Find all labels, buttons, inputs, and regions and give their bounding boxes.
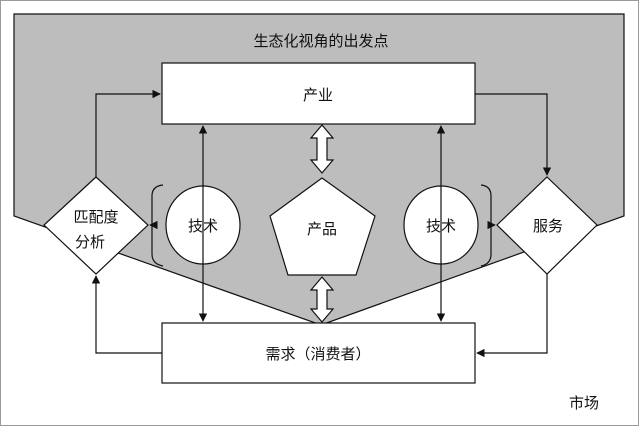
market-label: 市场 xyxy=(569,394,599,412)
arrow-service-to-demand xyxy=(476,274,548,358)
product-pentagon xyxy=(269,177,376,276)
match-label-line2: 分析 xyxy=(75,233,105,251)
arrow-industry-to-service xyxy=(475,93,552,176)
demand-label: 需求（消费者） xyxy=(265,345,370,363)
hollow-arrow-product-industry xyxy=(309,124,335,174)
hollow-arrow-product-demand xyxy=(309,276,335,323)
industry-box xyxy=(161,62,476,125)
arrow-demand-to-match xyxy=(91,275,162,354)
arrow-match-to-industry xyxy=(95,89,161,177)
product-label: 产品 xyxy=(307,220,337,238)
service-label: 服务 xyxy=(533,217,563,235)
industry-label: 产业 xyxy=(303,86,333,104)
region-title: 生态化视角的出发点 xyxy=(253,32,388,50)
demand-box xyxy=(161,322,476,384)
match-label-line1: 匹配度 xyxy=(73,208,118,226)
match-diamond xyxy=(43,176,149,275)
